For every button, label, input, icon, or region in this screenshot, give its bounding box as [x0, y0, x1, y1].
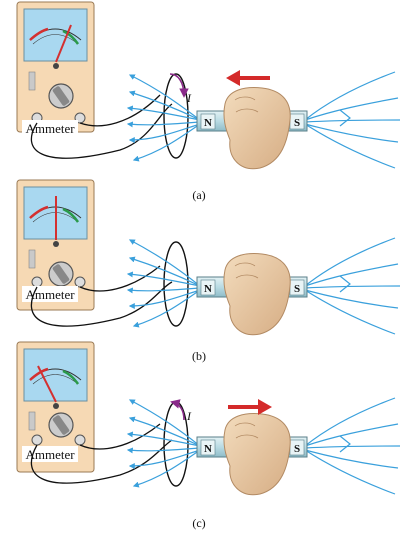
- terminal-right: [74, 434, 86, 446]
- field-lines: [126, 237, 401, 335]
- hand: [223, 87, 291, 170]
- panel-c: Ammeter N S: [16, 341, 401, 530]
- current-label: I: [186, 409, 192, 423]
- current-label: I: [186, 91, 192, 105]
- field-lines: [126, 397, 401, 495]
- ammeter-label: Ammeter: [25, 121, 75, 136]
- north-pole-label: N: [204, 283, 212, 295]
- north-pole-label: N: [204, 117, 212, 129]
- meter-needle: [55, 24, 72, 63]
- wire-loop: [163, 73, 189, 159]
- ammeter: [16, 179, 95, 311]
- panel-a: Ammeter N S: [16, 1, 401, 202]
- current-arrow: [169, 73, 189, 98]
- terminal-right: [74, 276, 86, 288]
- north-pole-label: N: [204, 443, 212, 455]
- ammeter: [16, 1, 95, 133]
- panel-b: Ammeter N S (b): [16, 179, 401, 363]
- field-lines: [126, 71, 401, 169]
- motion-arrow: [228, 399, 272, 415]
- caption-a: (a): [192, 188, 205, 202]
- caption-c: (c): [192, 516, 205, 530]
- south-pole-label: S: [294, 443, 300, 455]
- current-arrow: [170, 399, 185, 421]
- meter-needle: [37, 365, 57, 403]
- motion-arrow: [226, 70, 270, 86]
- south-pole-label: S: [294, 283, 300, 295]
- ammeter-label: Ammeter: [25, 287, 75, 302]
- terminal-left: [31, 434, 43, 446]
- caption-b: (b): [192, 349, 206, 363]
- hand: [223, 253, 291, 336]
- south-pole-label: S: [294, 117, 300, 129]
- terminal-left: [31, 276, 43, 288]
- ammeter: [16, 341, 95, 473]
- ammeter-label: Ammeter: [25, 447, 75, 462]
- hand: [223, 413, 291, 496]
- wire-loop: [163, 241, 189, 327]
